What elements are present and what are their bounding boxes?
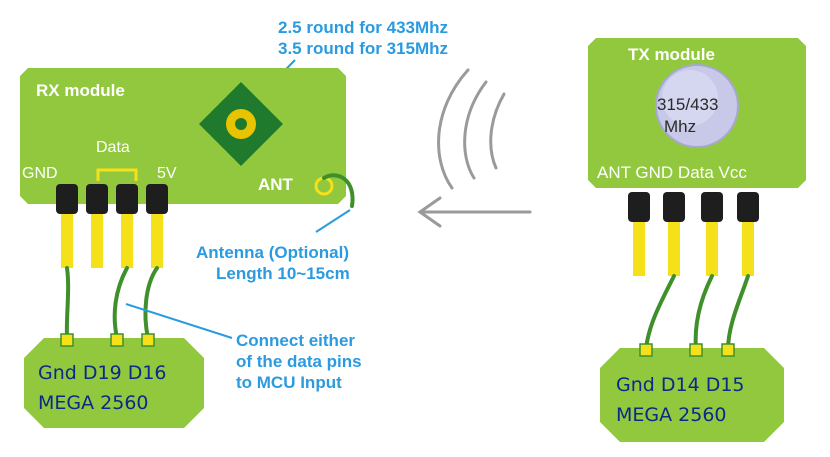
tx-board-pad-d15 <box>721 343 735 357</box>
tx-wires <box>644 274 750 352</box>
crystal-frequency-line2: Mhz <box>664 117 696 136</box>
antenna-note-pointer <box>315 209 351 233</box>
rx-board-pad-d19 <box>110 333 124 347</box>
rx-wires <box>64 266 159 340</box>
rx-pin-gnd-label: GND <box>22 165 58 182</box>
connect-note-pointer <box>125 303 233 339</box>
tx-module-title: TX module <box>628 45 715 64</box>
radio-waves-icon <box>437 68 506 190</box>
rx-pin-data-label: Data <box>96 139 130 156</box>
connect-note-line1: Connect either <box>236 331 355 350</box>
rx-board-name: MEGA 2560 <box>38 392 149 414</box>
freq-note-line1: 2.5 round for 433Mhz <box>278 18 448 37</box>
rx-board-pins-label: Gnd D19 D16 <box>38 362 167 384</box>
connect-note-line3: to MCU Input <box>236 373 342 392</box>
tx-board-name: MEGA 2560 <box>616 404 727 426</box>
antenna-coil-icon <box>314 173 355 208</box>
data-pins-bracket <box>96 168 138 181</box>
signal-arrow-icon <box>417 196 532 228</box>
freq-note-line2: 3.5 round for 315Mhz <box>278 39 448 58</box>
antenna-pad-icon <box>199 82 283 166</box>
rx-board-pad-d16 <box>141 333 155 347</box>
rx-pin-5v-label: 5V <box>157 165 177 182</box>
tx-board-pad-gnd <box>639 343 653 357</box>
tx-header-pins <box>628 192 759 276</box>
tx-mega-board <box>600 348 784 442</box>
rx-module-title: RX module <box>36 81 125 100</box>
connect-note-line2: of the data pins <box>236 352 362 371</box>
rx-pin-ant-label: ANT <box>258 175 294 194</box>
tx-board-pins-label: Gnd D14 D15 <box>616 374 745 396</box>
tx-board-pad-d14 <box>689 343 703 357</box>
rx-board-pad-gnd <box>60 333 74 347</box>
crystal-frequency-line1: 315/433 <box>657 95 718 114</box>
rx-header-pins <box>56 184 168 268</box>
antenna-note-line1: Antenna (Optional) <box>196 243 349 262</box>
crystal-oscillator-icon <box>655 64 739 148</box>
antenna-note-line2: Length 10~15cm <box>216 264 350 283</box>
rx-mega-board <box>24 338 204 428</box>
tx-pins-label: ANT GND Data Vcc <box>597 163 747 182</box>
